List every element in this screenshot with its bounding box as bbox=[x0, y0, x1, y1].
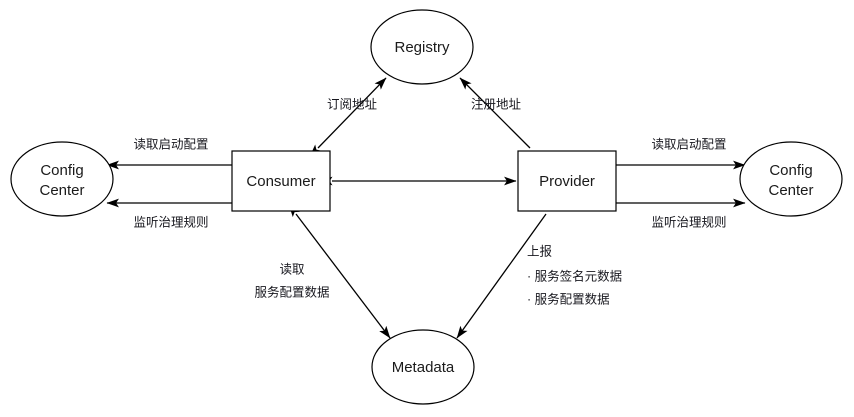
edge-label-watch-governance-rules-left: 监听治理规则 bbox=[133, 214, 208, 229]
node-config-center-right-label-line2: Center bbox=[768, 182, 813, 199]
node-config-center-right[interactable] bbox=[739, 141, 843, 217]
edge-label-report-metadata-line2: · 服务签名元数据 bbox=[527, 268, 622, 283]
node-provider[interactable] bbox=[517, 150, 617, 212]
edge-consumer-registry bbox=[309, 77, 387, 157]
edge-provider-registry bbox=[459, 77, 531, 149]
node-registry[interactable] bbox=[370, 9, 474, 85]
edge-label-report-metadata-line3: · 服务配置数据 bbox=[527, 291, 610, 306]
node-config-center-left-label-line2: Center bbox=[39, 182, 84, 199]
node-provider-label: Provider bbox=[539, 173, 595, 190]
node-consumer[interactable] bbox=[231, 150, 331, 212]
node-metadata-label: Metadata bbox=[392, 359, 455, 376]
edge-label-subscribe-address: 订阅地址 bbox=[327, 97, 378, 111]
edge-consumer-metadata bbox=[288, 204, 391, 339]
edge-label-register-address: 注册地址 bbox=[471, 96, 522, 111]
node-metadata[interactable] bbox=[371, 329, 475, 405]
node-registry-label: Registry bbox=[394, 39, 450, 56]
edge-label-watch-governance-rules-right: 监听治理规则 bbox=[651, 214, 726, 229]
edge-label-read-metadata-line2: 服务配置数据 bbox=[254, 284, 329, 299]
node-consumer-label: Consumer bbox=[246, 173, 315, 190]
node-config-center-right-label-line1: Config bbox=[769, 162, 812, 179]
edge-label-read-startup-config-right: 读取启动配置 bbox=[651, 137, 726, 151]
edge-provider-metadata bbox=[456, 213, 547, 339]
node-config-center-left-label-line1: Config bbox=[40, 162, 83, 179]
edge-label-read-startup-config-left: 读取启动配置 bbox=[133, 137, 208, 151]
edge-label-report-metadata-line1: 上报 bbox=[527, 243, 553, 258]
edge-label-read-metadata-line1: 读取 bbox=[279, 262, 305, 276]
node-config-center-left[interactable] bbox=[10, 141, 114, 217]
